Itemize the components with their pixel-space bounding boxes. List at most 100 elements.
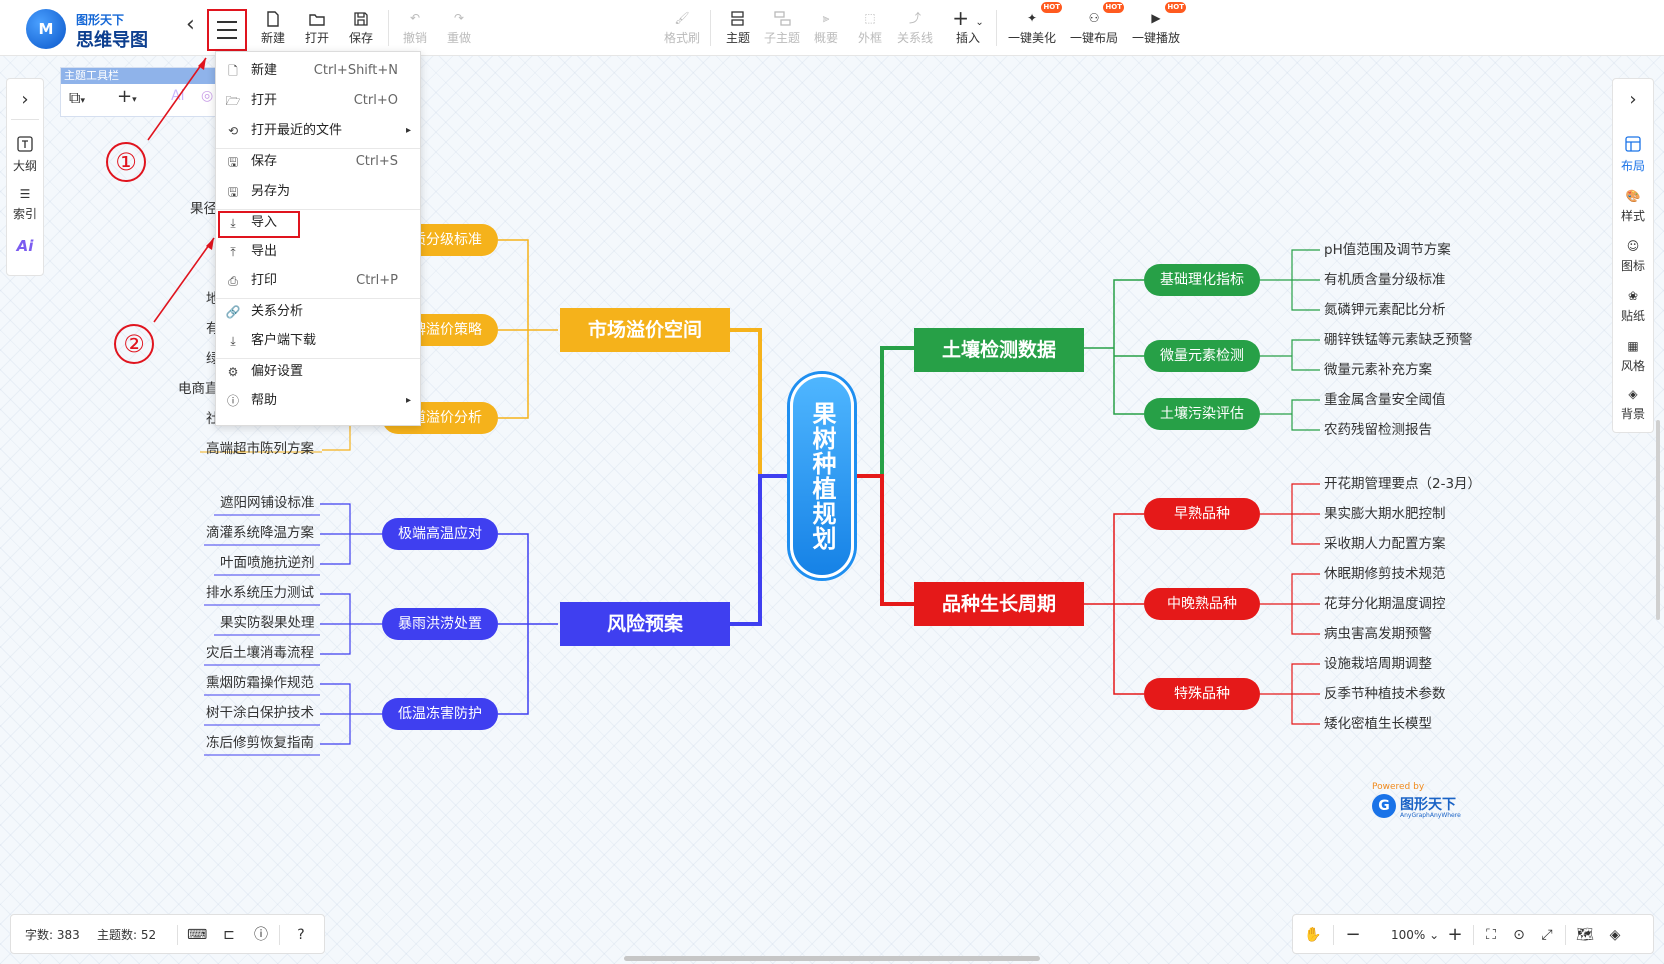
expand-right-button[interactable]: › <box>1613 89 1653 111</box>
leaf-risk[interactable]: 遮阳网铺设标准 <box>220 495 315 511</box>
leaf-soil[interactable]: pH值范围及调节方案 <box>1324 242 1451 258</box>
subtopic-late-variety[interactable]: 中晚熟品种 <box>1144 588 1260 620</box>
redo-button[interactable]: ↷ 重做 <box>444 6 474 50</box>
leaf-soil[interactable]: 硼锌铁锰等元素缺乏预警 <box>1324 332 1473 348</box>
one-click-layout-button[interactable]: ⚇HOT 一键布局 <box>1069 2 1124 45</box>
topic-button[interactable]: 主题 <box>722 6 754 50</box>
subtopic-basic-indicators[interactable]: 基础理化指标 <box>1144 264 1260 296</box>
zoom-level-select[interactable]: 100% ⌄ <box>1391 928 1440 942</box>
ruler-icon[interactable]: ⊏ <box>223 927 235 943</box>
palette-icon[interactable]: ◎ <box>201 88 214 104</box>
leaf-variety[interactable]: 果实膨大期水肥控制 <box>1324 506 1446 522</box>
theme-toolbar-title[interactable]: 主题工具栏 <box>61 68 219 84</box>
menu-item-save-as[interactable]: 🖫 另存为 <box>216 178 420 206</box>
sticker-panel-button[interactable]: ❀ 贴纸 <box>1613 285 1653 324</box>
subtopic-special-variety[interactable]: 特殊品种 <box>1144 678 1260 710</box>
leaf-variety[interactable]: 采收期人力配置方案 <box>1324 536 1446 552</box>
layout-panel-button[interactable]: 布局 <box>1613 135 1653 174</box>
leaf-risk[interactable]: 树干涂白保护技术 <box>206 705 314 721</box>
ai-button[interactable]: Ai <box>7 237 43 255</box>
theme-panel-button[interactable]: ▦ 风格 <box>1613 335 1653 374</box>
menu-item-new[interactable]: 🗋 新建 Ctrl+Shift+N <box>216 57 420 85</box>
leaf-variety[interactable]: 开花期管理要点（2-3月） <box>1324 476 1482 492</box>
root-topic[interactable]: 果树种植规划 <box>790 374 854 578</box>
subtopic-frost-protection[interactable]: 低温冻害防护 <box>382 698 498 730</box>
copy-style-icon[interactable]: ⧉▾ <box>69 88 85 107</box>
menu-item-preferences[interactable]: ⚙ 偏好设置 <box>216 358 420 386</box>
topic-soil-data[interactable]: 土壤检测数据 <box>914 328 1084 372</box>
save-button[interactable]: 保存 <box>346 6 376 50</box>
one-click-beautify-button[interactable]: ✦HOT 一键美化 <box>1007 2 1062 45</box>
menu-item-save[interactable]: 🖫 保存 Ctrl+S <box>216 148 420 176</box>
menu-item-import[interactable]: ⤓ 导入 <box>216 209 420 237</box>
leaf-soil[interactable]: 微量元素补充方案 <box>1324 362 1432 378</box>
center-target-icon[interactable]: ⊙ <box>1513 927 1525 943</box>
menu-item-client-download[interactable]: ⤓ 客户端下载 <box>216 327 420 355</box>
collapse-chevron-icon[interactable]: ‹ <box>186 12 195 37</box>
leaf-risk[interactable]: 冻后修剪恢复指南 <box>206 735 314 751</box>
leaf-market[interactable]: 果径 <box>190 201 217 217</box>
relation-line-button[interactable]: ⤴ 关系线 <box>894 6 936 50</box>
menu-item-open[interactable]: 🗁 打开 Ctrl+O <box>216 87 420 115</box>
leaf-risk[interactable]: 排水系统压力测试 <box>206 585 314 601</box>
subtopic-soil-pollution[interactable]: 土壤污染评估 <box>1144 398 1260 430</box>
leaf-variety[interactable]: 病虫害高发期预警 <box>1324 626 1432 642</box>
leaf-variety[interactable]: 花芽分化期温度调控 <box>1324 596 1446 612</box>
leaf-variety[interactable]: 设施栽培周期调整 <box>1324 656 1432 672</box>
new-button[interactable]: 新建 <box>258 6 288 50</box>
insert-button[interactable]: + ⌄ 插入 <box>946 6 990 50</box>
frame-button[interactable]: ⬚ 外框 <box>854 6 886 50</box>
leaf-variety[interactable]: 矮化密植生长模型 <box>1324 716 1432 732</box>
horizontal-scrollbar[interactable] <box>624 956 1040 961</box>
style-panel-button[interactable]: 🎨 样式 <box>1613 185 1653 224</box>
info-icon[interactable]: ⓘ <box>254 927 268 943</box>
leaf-risk[interactable]: 果实防裂果处理 <box>220 615 315 631</box>
leaf-risk[interactable]: 熏烟防霜操作规范 <box>206 675 314 691</box>
leaf-market[interactable]: 电商直 <box>178 381 219 397</box>
subtopic-button[interactable]: 子主题 <box>762 6 802 50</box>
menu-item-help[interactable]: ⓘ 帮助 ▸ <box>216 387 420 415</box>
leaf-market[interactable]: 高端超市陈列方案 <box>206 441 314 457</box>
subtopic-early-variety[interactable]: 早熟品种 <box>1144 498 1260 530</box>
fit-screen-icon[interactable]: ⛶ <box>1486 927 1496 943</box>
leaf-risk[interactable]: 叶面喷施抗逆剂 <box>220 555 315 571</box>
subtopic-rainstorm-flood[interactable]: 暴雨洪涝处置 <box>382 608 498 640</box>
open-button[interactable]: 打开 <box>302 6 332 50</box>
main-menu-button[interactable] <box>207 9 247 51</box>
undo-button[interactable]: ↶ 撤销 <box>400 6 430 50</box>
hand-tool-icon[interactable]: ✋ <box>1304 927 1322 943</box>
icon-panel-button[interactable]: ☺ 图标 <box>1613 235 1653 274</box>
expand-left-button[interactable]: › <box>7 89 43 111</box>
zoom-out-icon[interactable]: − <box>1345 924 1361 945</box>
menu-item-export[interactable]: ⤒ 导出 <box>216 238 420 266</box>
menu-item-relation-analysis[interactable]: 🔗 关系分析 <box>216 298 420 326</box>
menu-item-print[interactable]: ⎙ 打印 Ctrl+P <box>216 267 420 295</box>
keyboard-icon[interactable]: ⌨ <box>187 927 208 943</box>
outline-button[interactable]: 大纲 <box>7 135 43 174</box>
zoom-in-icon[interactable]: + <box>1447 924 1463 945</box>
map-icon[interactable]: 🗺 <box>1576 927 1594 943</box>
leaf-variety[interactable]: 休眠期修剪技术规范 <box>1324 566 1446 582</box>
vertical-scrollbar[interactable] <box>1656 420 1660 620</box>
background-panel-button[interactable]: ◈ 背景 <box>1613 383 1653 422</box>
leaf-soil[interactable]: 重金属含量安全阈值 <box>1324 392 1446 408</box>
format-brush-button[interactable]: 🖌 格式刷 <box>662 6 702 50</box>
leaf-risk[interactable]: 灾后土壤消毒流程 <box>206 645 314 661</box>
leaf-soil[interactable]: 农药残留检测报告 <box>1324 422 1432 438</box>
subtopic-trace-elements[interactable]: 微量元素检测 <box>1144 340 1260 372</box>
topic-market-premium[interactable]: 市场溢价空间 <box>560 308 730 352</box>
help-icon[interactable]: ? <box>297 927 305 943</box>
menu-item-recent-files[interactable]: ⟲ 打开最近的文件 ▸ <box>216 117 420 145</box>
leaf-soil[interactable]: 氮磷钾元素配比分析 <box>1324 302 1446 318</box>
leaf-variety[interactable]: 反季节种植技术参数 <box>1324 686 1446 702</box>
topic-variety-cycle[interactable]: 品种生长周期 <box>914 582 1084 626</box>
app-logo[interactable]: M 图形天下 思维导图 <box>26 9 156 51</box>
add-topic-icon[interactable]: +▾ <box>117 86 137 107</box>
leaf-soil[interactable]: 有机质含量分级标准 <box>1324 272 1446 288</box>
subtopic-extreme-heat[interactable]: 极端高温应对 <box>382 518 498 550</box>
fullscreen-icon[interactable]: ⤢ <box>1541 927 1553 943</box>
index-button[interactable]: ☰ 索引 <box>7 183 43 222</box>
summary-button[interactable]: ⫸ 概要 <box>810 6 842 50</box>
topic-risk-plan[interactable]: 风险预案 <box>560 602 730 646</box>
layers-icon[interactable]: ◈ <box>1609 927 1621 943</box>
